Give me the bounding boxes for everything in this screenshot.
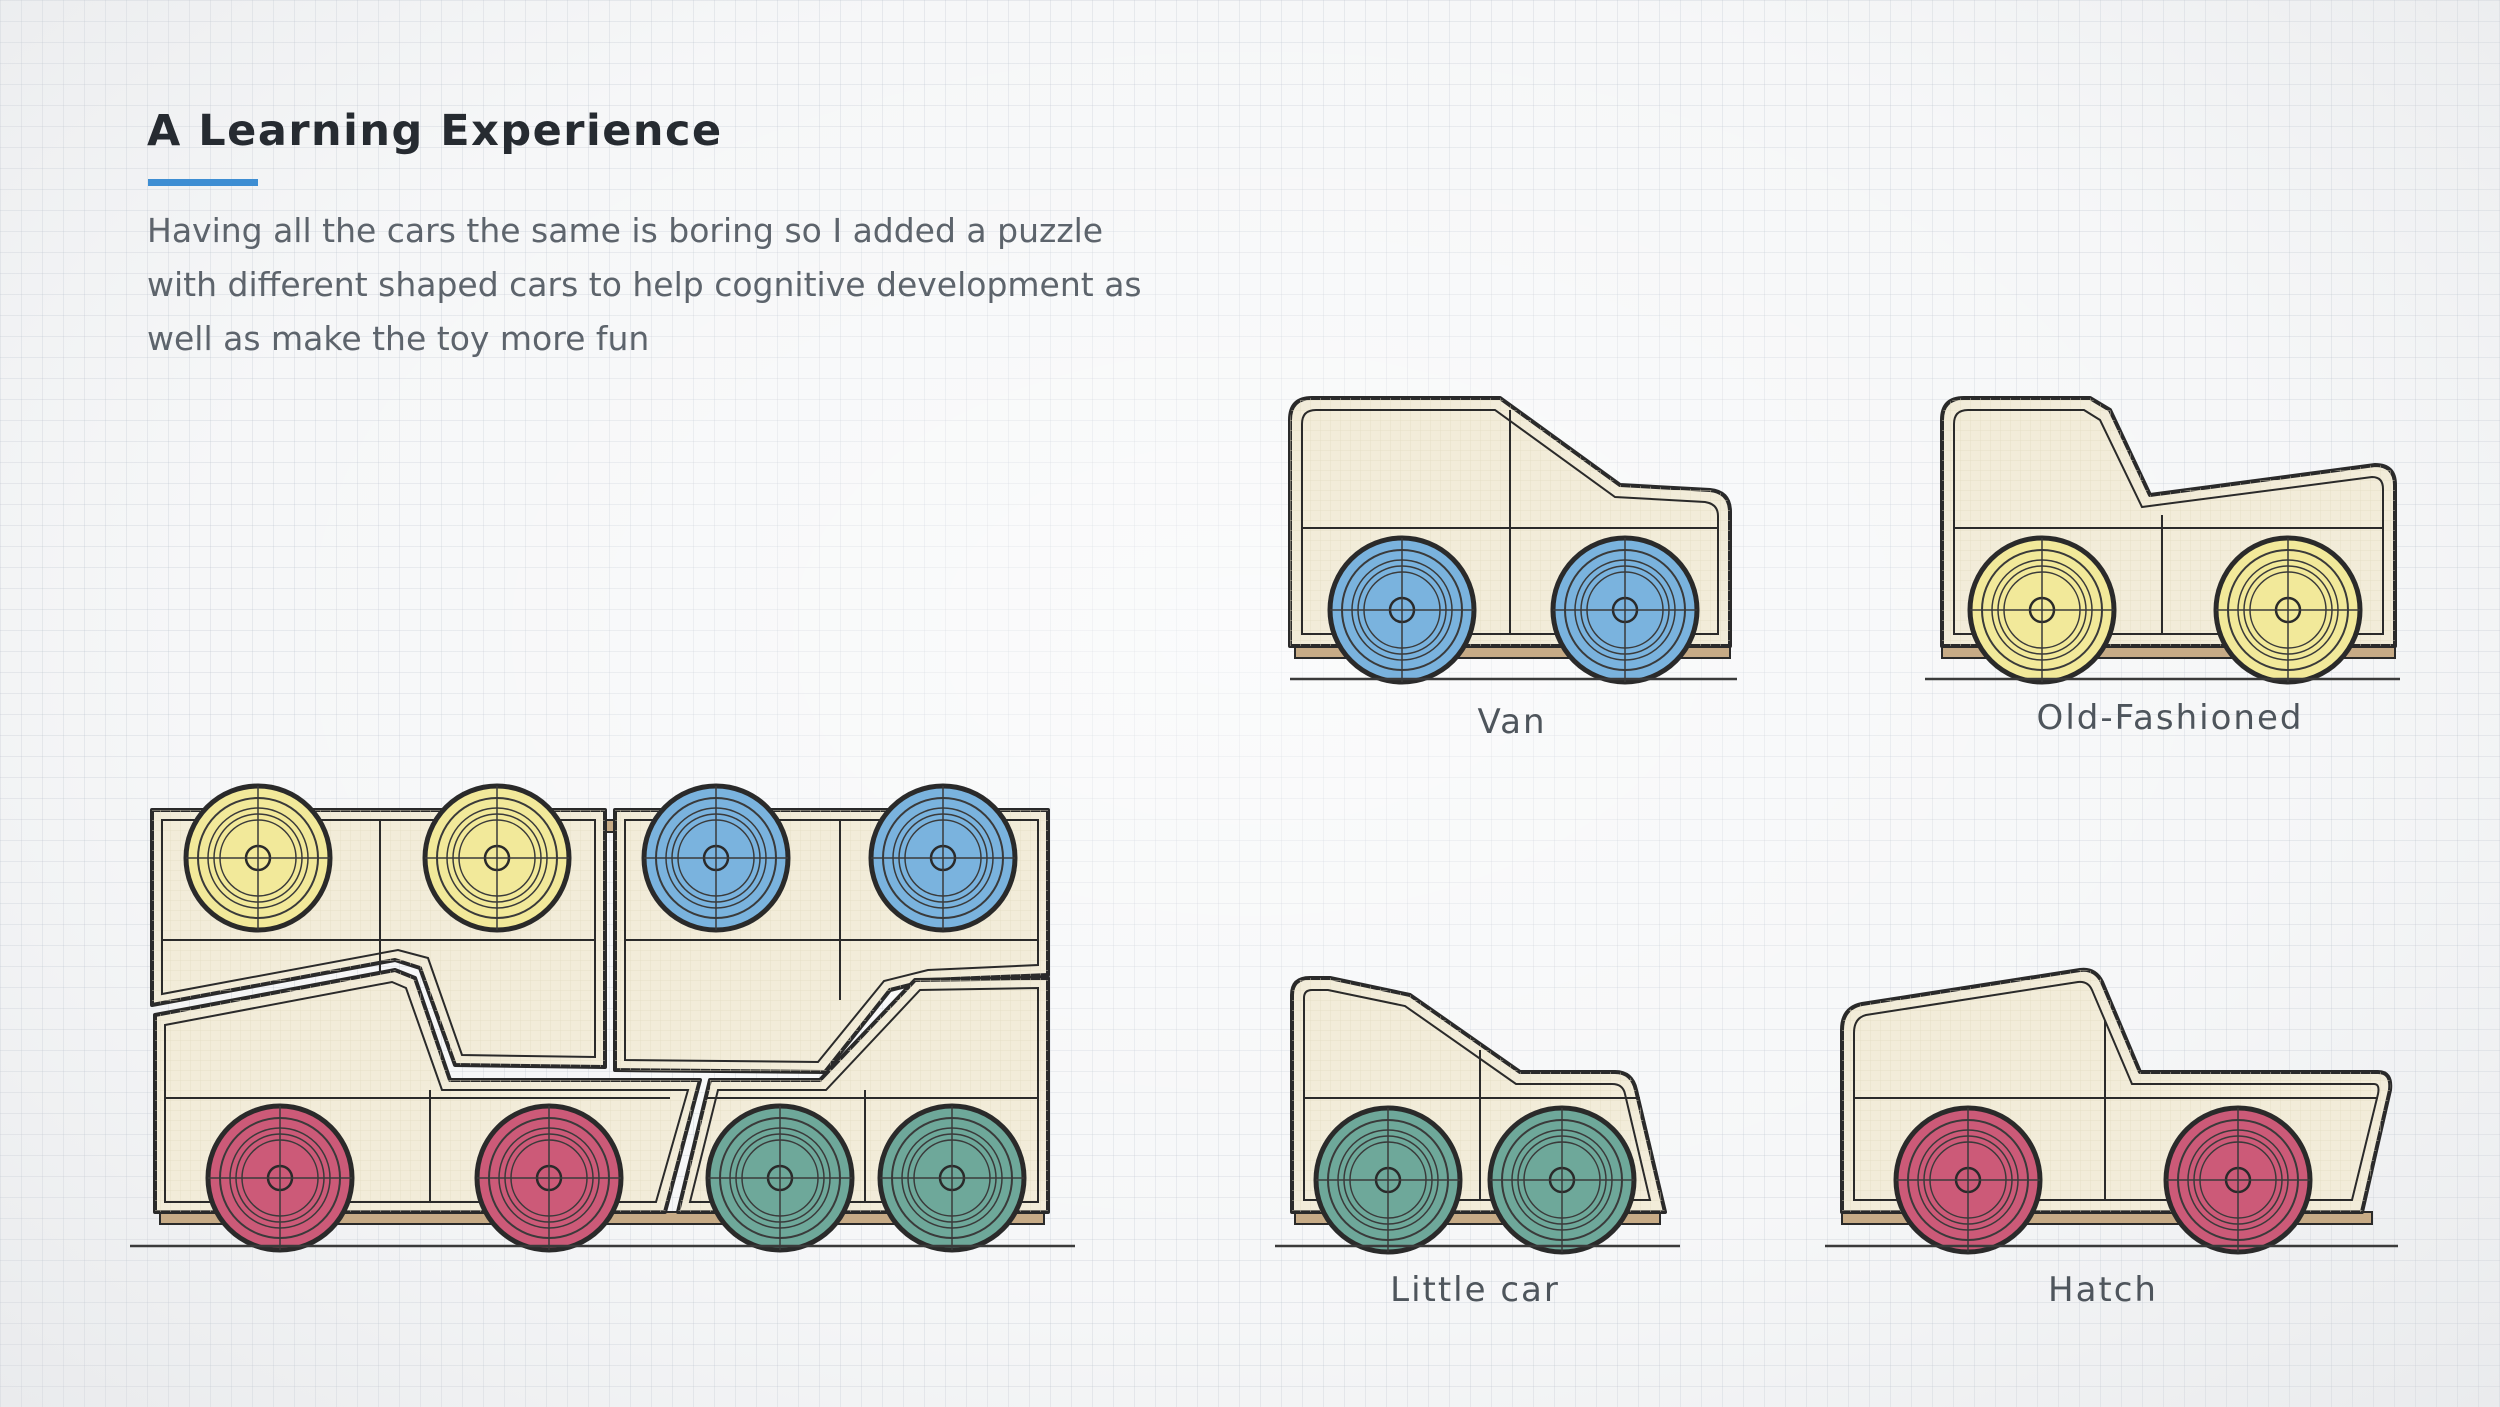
old-fashioned-label: Old-Fashioned — [2036, 698, 2304, 738]
puzzle-wheel-blue-left — [644, 786, 788, 930]
old-fashioned-car — [1925, 396, 2400, 682]
puzzle-wheel-yellow-right — [425, 786, 569, 930]
puzzle-assembly — [130, 786, 1075, 1250]
puzzle-wheel-green-right — [880, 1106, 1024, 1250]
hatch-car — [1825, 967, 2398, 1252]
puzzle-wheel-pink-right — [477, 1106, 621, 1250]
little-car — [1275, 976, 1680, 1252]
van-label: Van — [1477, 702, 1547, 742]
puzzle-wheel-blue-right — [871, 786, 1015, 930]
puzzle-wheel-green-left — [708, 1106, 852, 1250]
title-underline — [148, 179, 258, 186]
hatch-label: Hatch — [2048, 1270, 2158, 1310]
van-car — [1288, 396, 1737, 682]
little-car-label: Little car — [1390, 1270, 1560, 1310]
page-description: Having all the cars the same is boring s… — [147, 211, 1142, 358]
puzzle-wheel-pink-left — [208, 1106, 352, 1250]
puzzle-wheel-yellow-left — [186, 786, 330, 930]
page-title: A Learning Experience — [147, 106, 723, 156]
